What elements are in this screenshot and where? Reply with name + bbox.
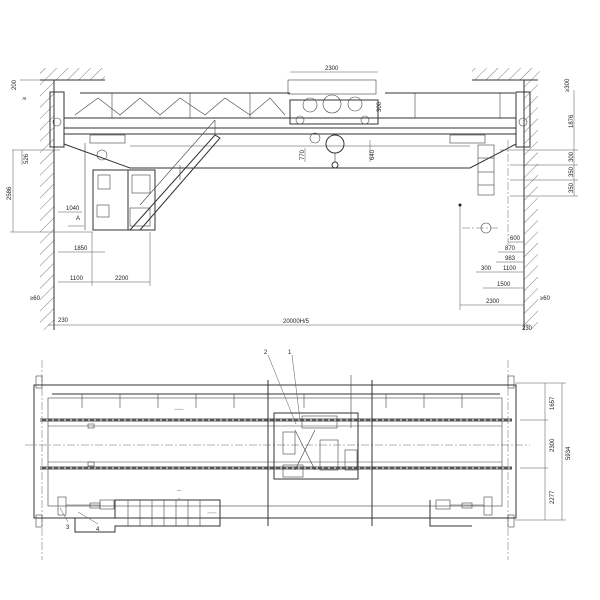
left-wall-hatch	[40, 80, 54, 330]
plan-dimensions: 1657 2300 2277 5934	[515, 382, 572, 521]
dim-1657: 1657	[550, 396, 556, 410]
travel-drive-left	[57, 496, 67, 516]
callout-4: 4	[96, 527, 100, 533]
left-ceiling-hatch	[40, 68, 105, 80]
trolley-plan	[273, 412, 359, 480]
dim-983: 983	[505, 256, 516, 262]
right-ceiling-hatch	[472, 68, 540, 80]
hoist-drum	[325, 134, 345, 154]
bridge-frame	[33, 384, 517, 519]
dim-770: 770	[300, 149, 306, 160]
dim-trolley-span: 2300	[325, 66, 339, 72]
dim-1850: 1850	[74, 246, 88, 252]
ladder	[477, 144, 495, 196]
dim-2300-right: 2300	[486, 299, 500, 305]
dim-right-gap: ≥60	[540, 296, 551, 302]
stair	[129, 134, 221, 231]
dim-span: 20000H/5	[283, 319, 310, 325]
travel-drive-right	[483, 496, 493, 516]
dim-600: 600	[510, 236, 521, 242]
callout-1: 1	[288, 350, 292, 356]
dim-350b: 350	[569, 182, 575, 193]
dim-1500: 1500	[497, 282, 511, 288]
dim-640: 640	[370, 149, 376, 160]
dim-2200: 2200	[115, 276, 129, 282]
dim-300-right: 300	[569, 151, 575, 162]
dim-top-left-clearance: 200	[12, 79, 18, 90]
dim-1100-right: 1100	[503, 266, 517, 272]
platform	[74, 499, 221, 533]
dim-right-top-clearance: ≥300	[565, 78, 571, 92]
dim-300b: 300	[481, 266, 492, 272]
dim-1100-left: 1100	[70, 276, 84, 282]
trolley-frame	[287, 79, 377, 95]
dim-2277: 2277	[550, 490, 556, 504]
dim-2300-plan: 2300	[550, 438, 556, 452]
plan-view: 1 2 3 4 1657 2300 2277 5934	[25, 350, 572, 560]
elevation-dimensions: 2300 200 ≥ 526 2586 1040 1850 1100 2200 …	[7, 66, 578, 332]
callout-2: 2	[264, 350, 268, 356]
dim-1876: 1876	[569, 114, 575, 128]
hook-icon	[331, 161, 339, 169]
right-wall-hatch	[524, 80, 538, 330]
section-mark: A	[76, 216, 80, 222]
dim-350a: 350	[569, 166, 575, 177]
dim-230-left: 230	[58, 318, 69, 324]
dim-2586: 2586	[7, 186, 13, 200]
dim-5934: 5934	[566, 446, 572, 460]
trolley	[289, 99, 379, 125]
dim-1040: 1040	[66, 206, 80, 212]
dim-left-gap: ≥60	[30, 296, 41, 302]
dim-526: 526	[24, 153, 30, 164]
callout-3: 3	[66, 525, 70, 531]
dim-870: 870	[505, 246, 516, 252]
elevation-view: A 2300 200 ≥ 526 2586 1040 1850 1100 220…	[7, 66, 578, 332]
dim-top-left-angle: ≥	[22, 96, 28, 100]
dim-trolley-height: 300	[377, 101, 383, 112]
dim-230-right: 230	[522, 326, 533, 332]
